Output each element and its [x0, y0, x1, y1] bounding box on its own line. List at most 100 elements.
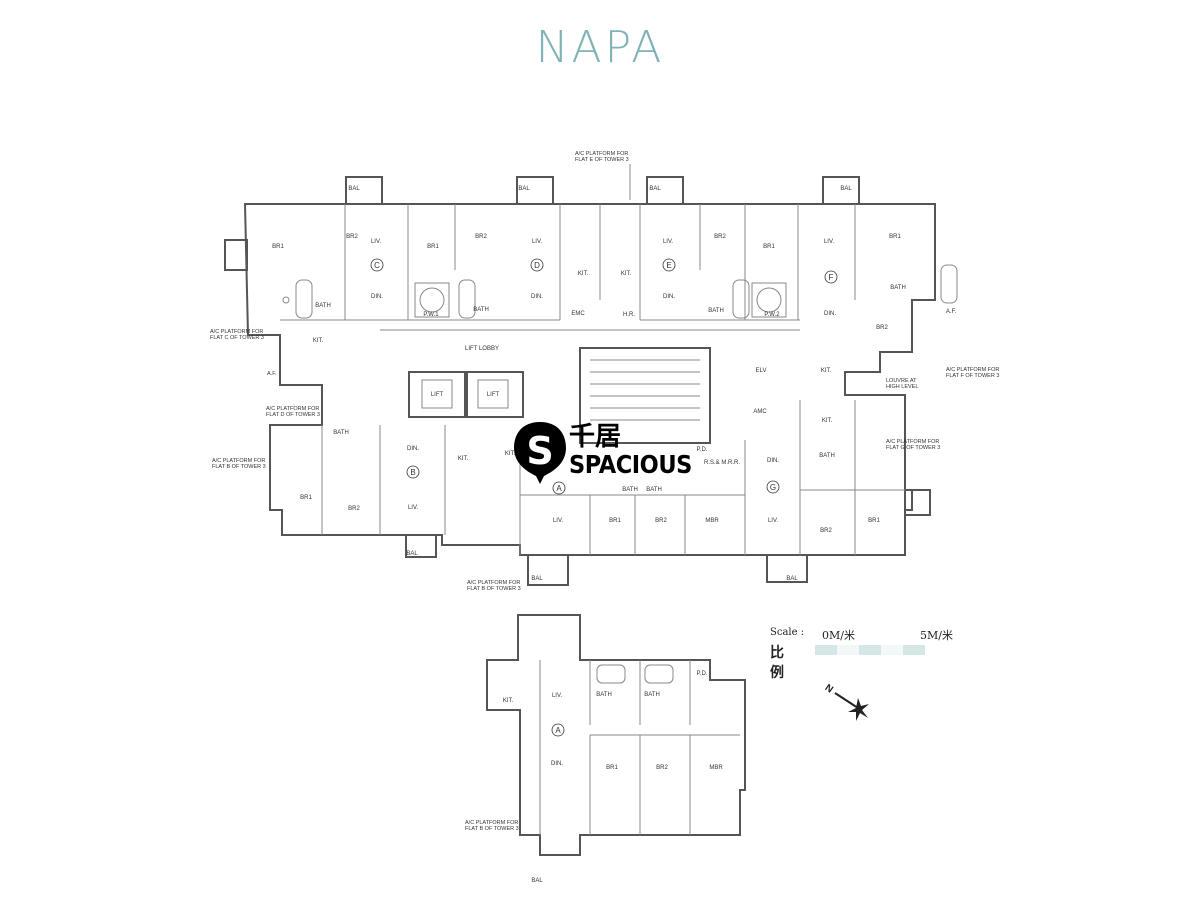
room-label: BATH	[646, 487, 662, 493]
room-label: LIFT	[487, 392, 500, 398]
room-label: BR2	[346, 234, 358, 240]
room-label: LIV.	[768, 518, 778, 524]
north-arrow-icon: N	[823, 682, 869, 721]
spacious-logo-icon: S	[514, 422, 566, 484]
room-label: BATH	[473, 307, 489, 313]
room-label: MBR	[705, 518, 719, 524]
balcony-label: BAL	[531, 576, 543, 582]
room-label: BATH	[596, 692, 612, 698]
annotation: FLAT C OF TOWER 3	[210, 335, 264, 341]
room-label: BR1	[609, 518, 621, 524]
room-label: KIT.	[313, 338, 324, 344]
room-label: LIFT	[431, 392, 444, 398]
balcony-label: BAL	[406, 551, 418, 557]
flat-b-marker: B	[410, 468, 415, 477]
annotation: A/C PLATFORM FOR	[575, 151, 628, 157]
balcony-label: BAL	[348, 186, 360, 192]
room-label: LIV.	[532, 239, 542, 245]
room-label: KIT.	[822, 418, 833, 424]
flat-c-marker: C	[374, 261, 380, 270]
room-label: LIFT LOBBY	[465, 346, 499, 352]
flat-a-lower-marker: A	[555, 726, 561, 735]
balcony-label: BAL	[840, 186, 852, 192]
north-label: N	[823, 682, 835, 695]
room-label: KIT.	[505, 451, 516, 457]
room-label: BATH	[315, 303, 331, 309]
room-label: P.D.	[697, 447, 708, 453]
page-title: NAPA	[535, 22, 665, 73]
annotation: A/C PLATFORM FOR	[210, 329, 263, 335]
balcony-label: BAL	[518, 186, 530, 192]
room-label: DIN.	[663, 294, 675, 300]
room-label: DIN.	[551, 761, 563, 767]
annotations: A/C PLATFORM FOR FLAT E OF TOWER 3 A/C P…	[210, 151, 999, 832]
room-label: R.S.& M.R.R.	[704, 460, 740, 466]
room-label: BR1	[889, 234, 901, 240]
annotation: FLAT G OF TOWER 3	[886, 445, 940, 451]
spacious-watermark: S 千居 SPACIOUS	[512, 420, 692, 485]
annotation: FLAT B OF TOWER 3	[212, 464, 266, 470]
room-label: BR1	[763, 244, 775, 250]
annotation: FLAT F OF TOWER 3	[946, 373, 999, 379]
scale-chinese-label: 比例	[770, 645, 784, 681]
flat-d-marker: D	[534, 261, 540, 270]
upper-floor-walls	[224, 176, 958, 586]
annotation: HIGH LEVEL	[886, 384, 918, 390]
room-label: LIV.	[552, 693, 562, 699]
room-label: BR2	[656, 765, 668, 771]
room-label: AMC	[753, 409, 767, 415]
room-label: BR2	[820, 528, 832, 534]
room-label: EMC	[571, 311, 585, 317]
room-label: BR1	[272, 244, 284, 250]
room-label: H.R.	[623, 312, 635, 318]
room-label: LIV.	[408, 505, 418, 511]
flat-g-marker: G	[770, 483, 776, 492]
room-label: P.D.	[697, 671, 708, 677]
room-label: A.F.	[946, 309, 957, 315]
room-label: BR2	[655, 518, 667, 524]
flat-e-marker: E	[666, 261, 671, 270]
watermark-english: SPACIOUS	[569, 450, 692, 479]
lower-floor-walls	[486, 614, 746, 856]
annotation: A/C PLATFORM FOR	[886, 439, 939, 445]
balcony-labels: BAL BAL BAL BAL BAL BAL BAL	[348, 186, 852, 582]
room-label: ELV	[756, 368, 767, 374]
room-label: BR2	[876, 325, 888, 331]
room-label: KIT.	[821, 368, 832, 374]
room-label: BR2	[475, 234, 487, 240]
room-label: KIT.	[458, 456, 469, 462]
balcony-label: BAL	[786, 576, 798, 582]
room-label: DIN.	[371, 294, 383, 300]
room-label: DIN.	[407, 446, 419, 452]
balcony-label: BAL	[649, 186, 661, 192]
room-label: BR2	[348, 506, 360, 512]
watermark-chinese: 千居	[569, 422, 622, 452]
room-label: BR1	[606, 765, 618, 771]
scale-end: 5M/米	[920, 629, 953, 642]
room-label: P.W.2	[764, 312, 780, 318]
room-label: BATH	[819, 453, 835, 459]
room-label: BAL	[531, 878, 543, 884]
room-label: BR1	[300, 495, 312, 501]
room-label: BR1	[868, 518, 880, 524]
room-label: LIV.	[371, 239, 381, 245]
room-label: KIT.	[578, 271, 589, 277]
annotation: FLAT B OF TOWER 3	[467, 586, 521, 592]
annotation: A/C PLATFORM FOR	[467, 580, 520, 586]
room-label: LIV.	[663, 239, 673, 245]
annotation: FLAT D OF TOWER 3	[266, 412, 320, 418]
annotation: A/C PLATFORM FOR	[946, 367, 999, 373]
scale-label: Scale :	[770, 627, 805, 638]
annotation: FLAT B OF TOWER 3	[465, 826, 519, 832]
annotation: A/C PLATFORM FOR	[266, 406, 319, 412]
room-label: LIV.	[553, 518, 563, 524]
room-labels: BR1 BR2 LIV. DIN. BATH KIT. BR1 BR2 LIV.…	[272, 234, 956, 884]
flat-a-marker: A	[556, 484, 562, 493]
scale-start: 0M/米	[822, 629, 855, 642]
annotation: A/C PLATFORM FOR	[212, 458, 265, 464]
room-label: BATH	[644, 692, 660, 698]
annotation: LOUVRE AT	[886, 378, 917, 384]
room-label: DIN.	[824, 311, 836, 317]
flat-markers: A B C D E F G A	[370, 258, 838, 737]
